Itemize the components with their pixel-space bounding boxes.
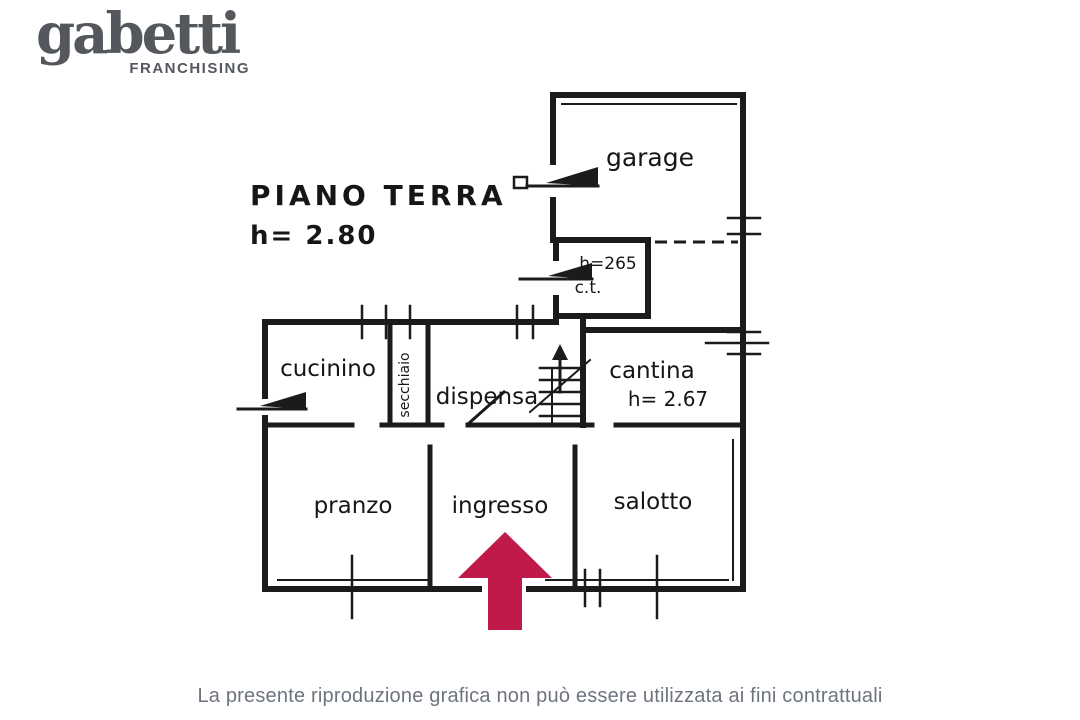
side-door-wedge [260,392,306,409]
entrance-arrow [458,532,552,630]
stair-direction-arrowhead [552,344,568,360]
dispensa-door-leaf [465,389,507,427]
garage-door-jamb [512,175,529,190]
plan-labels: PIANO TERRA h= 2.80 garage h=265 c.t. cu… [250,143,708,519]
disclaimer: La presente riproduzione grafica non può… [0,685,1080,708]
room-label-cantina: cantina [609,358,694,384]
room-label-ct: c.t. [575,278,602,298]
room-height-ct: h=265 [579,254,636,274]
brand-subtitle: FRANCHISING [129,59,250,77]
brand-name: gabetti [36,1,241,67]
room-label-garage: garage [606,143,694,172]
staircase [528,344,592,426]
wall-inner-lines [277,103,737,581]
room-label-pranzo: pranzo [314,493,393,519]
room-height-cantina: h= 2.67 [628,387,708,411]
brand-logo: gabetti FRANCHISING [36,1,252,77]
garage-door-wedge [546,167,598,186]
ct-door-wedge [548,263,592,279]
room-label-cucinino: cucinino [280,356,376,382]
window-symbols [350,216,770,620]
garage-top-wall [550,92,746,165]
room-label-dispensa: dispensa [436,384,538,410]
door-arrows [236,167,600,427]
room-label-ingresso: ingresso [452,493,549,519]
plan-height-note: h= 2.80 [250,221,378,251]
walls-interior [262,319,746,592]
ct-room-walls [550,237,651,319]
room-label-secchiaio: secchiaio [397,352,413,417]
room-label-salotto: salotto [614,489,693,515]
disclaimer-text: La presente riproduzione grafica non può… [197,685,883,707]
plan-title: PIANO TERRA [250,179,507,212]
